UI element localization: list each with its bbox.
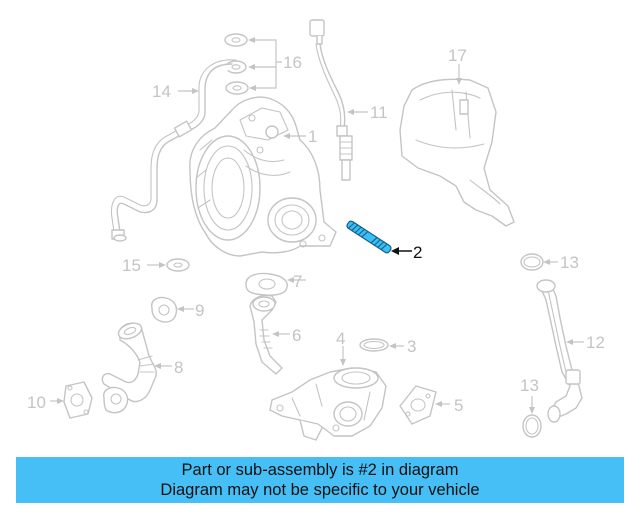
callout-5: 5 [454, 396, 463, 415]
egr-pipe-part-8 [101, 322, 158, 414]
o-ring-part-13-lower [522, 414, 542, 438]
callout-7: 7 [293, 272, 302, 291]
callout-16: 16 [283, 53, 302, 72]
callout-9: 9 [195, 301, 204, 320]
callout-4: 4 [336, 329, 345, 348]
turbocharger-part-1 [189, 96, 337, 257]
washer-part-15 [166, 258, 190, 272]
banner-line-part-number: Part or sub-assembly is #2 in diagram [181, 461, 459, 479]
callout-13-upper: 13 [560, 253, 579, 272]
callout-14: 14 [152, 82, 171, 101]
banner-line-disclaimer: Diagram may not be specific to your vehi… [160, 481, 480, 499]
washer-set-part-16 [224, 33, 249, 95]
callout-2: 2 [413, 243, 422, 262]
callout-17: 17 [448, 46, 467, 65]
sensor-part-11 [309, 19, 353, 181]
pipe-part-6 [249, 294, 283, 375]
callout-8: 8 [174, 358, 183, 377]
o-ring-part-13-upper [520, 253, 544, 271]
parts-diagram: 16 14 1 [27, 19, 605, 441]
housing-part-4 [269, 367, 387, 441]
oil-feed-line-part-14 [110, 59, 237, 242]
gasket-part-7 [245, 272, 288, 296]
callout-13-lower: 13 [520, 376, 539, 395]
callout-6: 6 [292, 326, 301, 345]
callout-12: 12 [586, 333, 605, 352]
return-line-part-12 [536, 279, 583, 423]
gasket-part-10 [63, 381, 93, 419]
callout-1: 1 [308, 127, 317, 146]
o-ring-part-3 [359, 338, 389, 352]
stud-part-2 [346, 220, 392, 254]
gasket-part-9 [151, 296, 178, 323]
heat-shield-part-17 [399, 78, 515, 227]
callout-15: 15 [122, 256, 141, 275]
gasket-part-5 [399, 385, 437, 425]
info-banner: Part or sub-assembly is #2 in diagram Di… [16, 457, 624, 503]
callout-10: 10 [27, 393, 46, 412]
callout-3: 3 [407, 337, 416, 356]
callout-11: 11 [370, 103, 388, 122]
